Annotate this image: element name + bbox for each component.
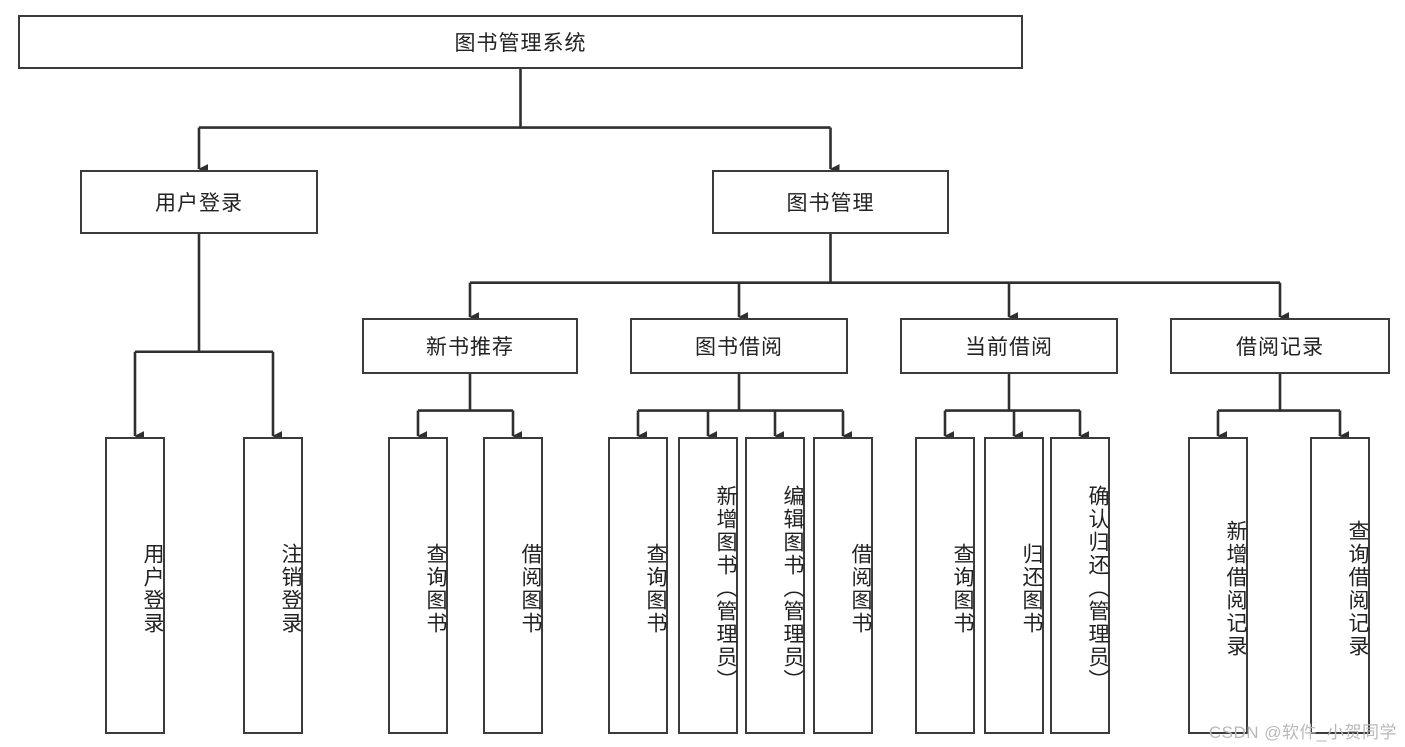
node-leaf-add-book[interactable]: 新增图书（管理员） [678,437,738,734]
node-leaf-query-record[interactable]: 查询借阅记录 [1310,437,1370,734]
node-label-book-borrow: 图书借阅 [695,336,783,359]
node-label-leaf-query-book-cur: 查询图书 [951,542,974,635]
node-label-leaf-add-book: 新增图书（管理员） [714,485,737,692]
node-label-leaf-add-record: 新增借阅记录 [1224,519,1247,658]
node-label-leaf-user-logout: 注销登录 [279,542,302,635]
node-label-leaf-user-login: 用户登录 [141,542,164,635]
node-label-leaf-edit-book: 编辑图书（管理员） [781,485,804,692]
node-label-leaf-return-book: 归还图书 [1020,542,1043,635]
node-label-leaf-query-book-borrow: 查询图书 [644,542,667,635]
node-user-login[interactable]: 用户登录 [80,170,318,234]
node-label-user-login: 用户登录 [155,192,243,215]
node-label-root: 图书管理系统 [454,32,587,55]
node-label-book-manage: 图书管理 [786,192,875,215]
node-current-borrow[interactable]: 当前借阅 [900,318,1118,374]
node-borrow-record[interactable]: 借阅记录 [1170,318,1390,374]
node-leaf-add-record[interactable]: 新增借阅记录 [1188,437,1248,734]
node-leaf-return-book[interactable]: 归还图书 [984,437,1044,734]
node-root[interactable]: 图书管理系统 [18,15,1023,69]
connector-lines [133,69,1350,441]
node-label-new-book-rec: 新书推荐 [426,336,514,359]
node-label-leaf-borrow-book: 借阅图书 [849,542,872,635]
node-leaf-borrow-book[interactable]: 借阅图书 [813,437,873,734]
node-book-manage[interactable]: 图书管理 [712,170,949,234]
node-leaf-query-book-rec[interactable]: 查询图书 [388,437,448,734]
node-label-leaf-borrow-book-rec: 借阅图书 [519,542,542,635]
node-label-leaf-query-record: 查询借阅记录 [1346,519,1369,658]
node-leaf-confirm-return[interactable]: 确认归还（管理员） [1050,437,1110,734]
node-leaf-query-book-cur[interactable]: 查询图书 [915,437,975,734]
node-new-book-rec[interactable]: 新书推荐 [362,318,578,374]
node-leaf-edit-book[interactable]: 编辑图书（管理员） [745,437,805,734]
node-leaf-query-book-borrow[interactable]: 查询图书 [608,437,668,734]
node-label-borrow-record: 借阅记录 [1236,336,1324,359]
node-leaf-borrow-book-rec[interactable]: 借阅图书 [483,437,543,734]
node-leaf-user-login[interactable]: 用户登录 [105,437,165,734]
node-label-current-borrow: 当前借阅 [965,336,1053,359]
node-book-borrow[interactable]: 图书借阅 [630,318,848,374]
node-label-leaf-confirm-return: 确认归还（管理员） [1086,485,1109,692]
node-leaf-user-logout[interactable]: 注销登录 [243,437,303,734]
node-label-leaf-query-book-rec: 查询图书 [424,542,447,635]
watermark-label: CSDN @软件_小贺同学 [1208,723,1397,742]
